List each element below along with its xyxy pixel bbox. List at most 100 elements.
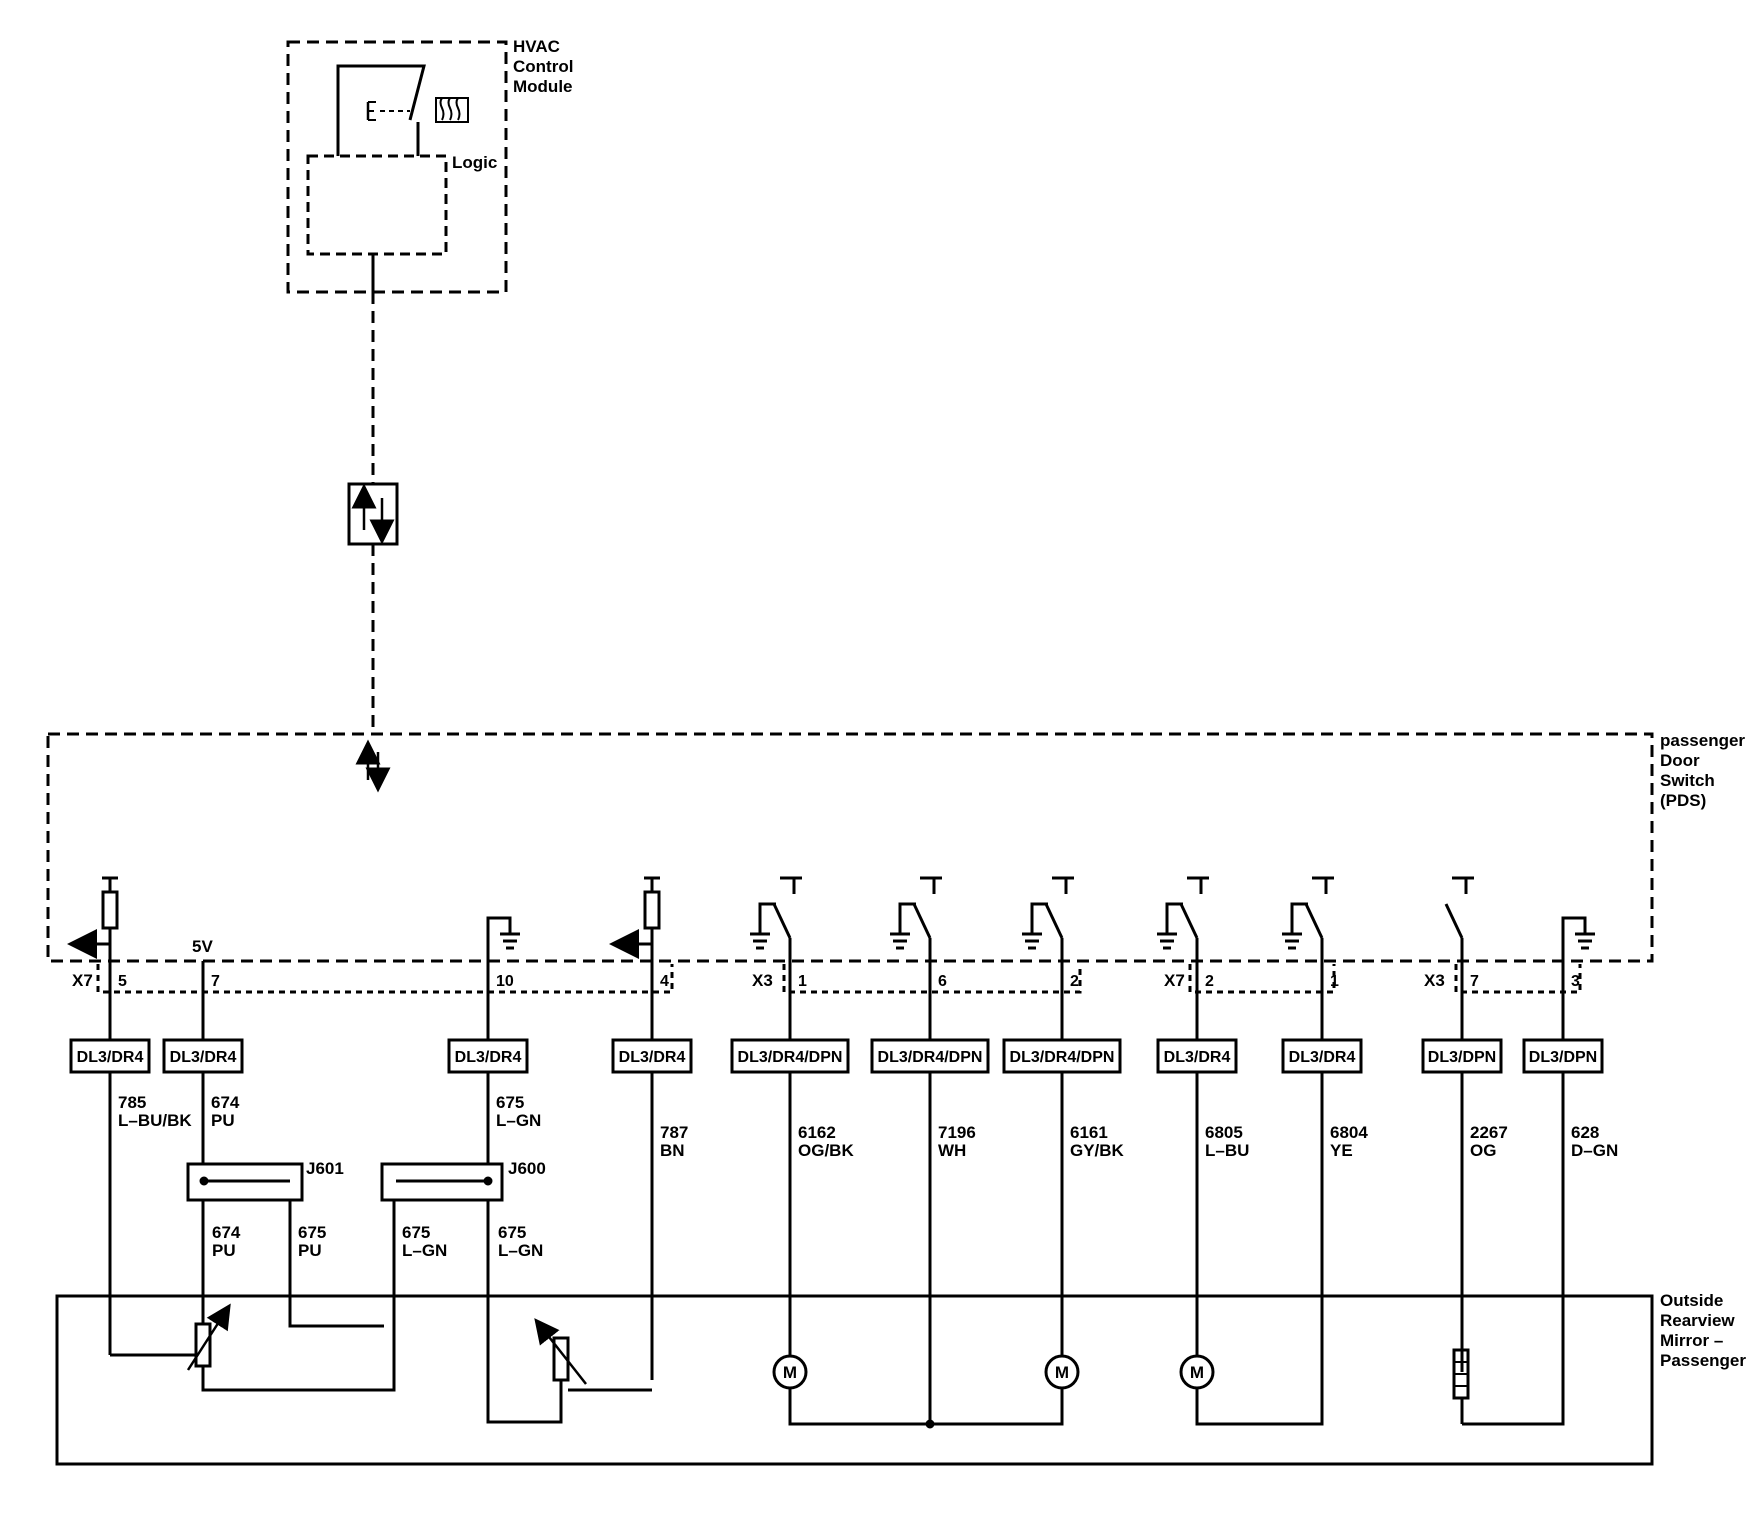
switch-blade: [912, 903, 932, 939]
pin-5: 1: [798, 973, 807, 990]
mirror-internals: [110, 1200, 652, 1424]
hvac-title-line2: Control: [513, 57, 573, 76]
ground-icon: [750, 932, 770, 950]
pin-7: 2: [1070, 973, 1079, 990]
circuit-column-4: [609, 876, 693, 1380]
pds-title-line2: Door: [1660, 751, 1700, 770]
connector-shell-4: [1454, 964, 1582, 994]
wire-circuit-10: 2267: [1470, 1123, 1508, 1142]
wire-circuit-8: 6805: [1205, 1123, 1243, 1142]
lower-wire-3-color: L–GN: [402, 1241, 447, 1260]
mirror-title-line3: Mirror –: [1660, 1331, 1723, 1350]
motor-symbol-1: M: [783, 1363, 797, 1382]
logic-label: Logic: [452, 153, 497, 172]
wire-circuit-6: 7196: [938, 1123, 976, 1142]
lower-wire-2-color: PU: [298, 1241, 322, 1260]
ground-icon: [500, 932, 520, 950]
wire-circuit-2: 674: [211, 1093, 240, 1112]
splice-j601: [186, 1162, 304, 1202]
pin-11: 3: [1571, 973, 1580, 990]
lower-wire-4-circuit: 675: [498, 1223, 526, 1242]
wire-color-10: OG: [1470, 1141, 1496, 1160]
motor-symbol-2: M: [1055, 1363, 1069, 1382]
voltage-label: 5V: [192, 937, 213, 956]
circuit-column-6: [870, 876, 990, 1424]
lower-wire-1-circuit: 674: [212, 1223, 241, 1242]
splice-j601-label: J601: [306, 1159, 344, 1178]
splice-j600: [380, 1162, 504, 1202]
switch-blade: [1444, 903, 1464, 939]
pds-title-line4: (PDS): [1660, 791, 1706, 810]
wire-circuit-7: 6161: [1070, 1123, 1108, 1142]
mirror-title-line2: Rearview: [1660, 1311, 1735, 1330]
lower-wire-2-circuit: 675: [298, 1223, 326, 1242]
circuit-column-10: [1421, 876, 1503, 1372]
wire-color-4: BN: [660, 1141, 685, 1160]
option-label-11: DL3/DPN: [1529, 1049, 1597, 1066]
option-label-7: DL3/DR4/DPN: [1010, 1049, 1115, 1066]
mirror-title-line1: Outside: [1660, 1291, 1723, 1310]
switch-blade: [1044, 903, 1064, 939]
wire-color-9: YE: [1330, 1141, 1353, 1160]
wire-circuit-11: 628: [1571, 1123, 1599, 1142]
hvac-title-line1: HVAC: [513, 37, 560, 56]
motor-icon: M: [772, 1354, 808, 1390]
passenger-door-switch-module: [46, 732, 1654, 963]
connector-x3-label: X3: [752, 971, 773, 990]
lower-wire-1-color: PU: [212, 1241, 236, 1260]
pds-title-line3: Switch: [1660, 771, 1715, 790]
circuit-column-5: [730, 876, 850, 1372]
option-label-9: DL3/DR4: [1289, 1049, 1356, 1066]
switch-blade: [1304, 903, 1324, 939]
wire-color-6: WH: [938, 1141, 966, 1160]
option-label-5: DL3/DR4/DPN: [738, 1049, 843, 1066]
circuit-column-7: [1002, 876, 1122, 1372]
wire-circuit-1: 785: [118, 1093, 146, 1112]
pin-10: 7: [1470, 973, 1479, 990]
circuit-column-8: [1156, 876, 1238, 1372]
circuit-column-11: [1522, 916, 1604, 1424]
wire-color-1: L–BU/BK: [118, 1111, 192, 1130]
switch-blade: [772, 903, 792, 939]
connector-shell-2: [782, 964, 1082, 994]
switch-blade: [1179, 903, 1199, 939]
connector-x3b-label: X3: [1424, 971, 1445, 990]
circuit-column-3: [447, 916, 529, 1164]
serial-data-symbol: [347, 482, 399, 546]
pin-2: 7: [211, 973, 220, 990]
option-label-4: DL3/DR4: [619, 1049, 686, 1066]
pin-1: 5: [118, 973, 127, 990]
splice-j600-label: J600: [508, 1159, 546, 1178]
pullup-resistor: [101, 890, 119, 930]
lower-wire-3-circuit: 675: [402, 1223, 430, 1242]
option-label-6: DL3/DR4/DPN: [878, 1049, 983, 1066]
connector-shell-3: [1188, 964, 1336, 994]
mirror-title-line4: Passenger: [1660, 1351, 1746, 1370]
wire-circuit-4: 787: [660, 1123, 688, 1142]
wire-color-2: PU: [211, 1111, 235, 1130]
pin-4: 4: [660, 973, 669, 990]
ground-icon: [1282, 932, 1302, 950]
wire-circuit-3: 675: [496, 1093, 524, 1112]
pullup-resistor: [643, 890, 661, 930]
connector-x7b-label: X7: [1164, 971, 1185, 990]
rear-defog-icon: [435, 97, 469, 123]
connector-shell-1: [96, 964, 674, 994]
circuit-column-9: [1281, 876, 1363, 1424]
motor-icon: M: [1044, 1354, 1080, 1390]
motor-symbol-3: M: [1190, 1363, 1204, 1382]
option-label-3: DL3/DR4: [455, 1049, 522, 1066]
ground-icon: [1022, 932, 1042, 950]
wire-circuit-5: 6162: [798, 1123, 836, 1142]
pin-8: 2: [1205, 973, 1214, 990]
wire-color-5: OG/BK: [798, 1141, 854, 1160]
ground-icon: [1157, 932, 1177, 950]
hvac-control-module: [286, 40, 508, 294]
circuit-column-1: [67, 876, 151, 1355]
option-label-1: DL3/DR4: [77, 1049, 144, 1066]
motor-icon: M: [1179, 1354, 1215, 1390]
ground-icon: [890, 932, 910, 950]
wire-color-3: L–GN: [496, 1111, 541, 1130]
pin-3: 10: [496, 973, 514, 990]
